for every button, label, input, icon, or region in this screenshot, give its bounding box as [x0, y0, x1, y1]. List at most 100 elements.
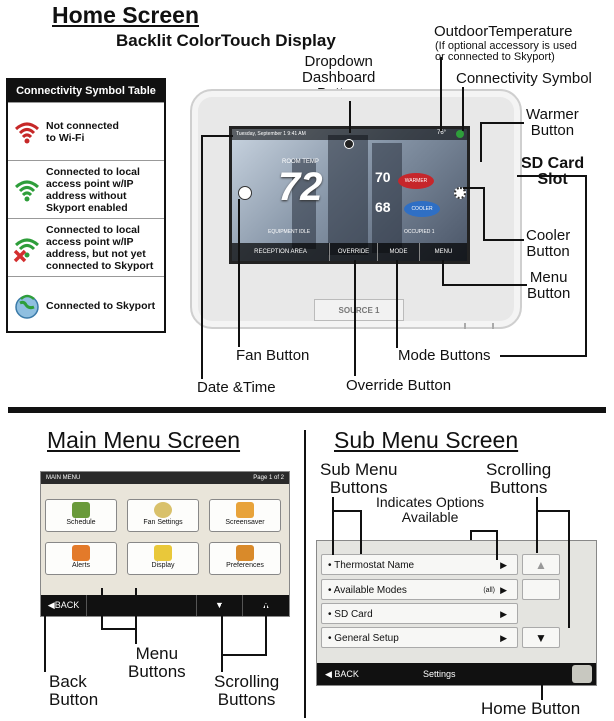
main-menu-screen: MAIN MENU Page 1 of 2 Schedule Fan Setti… [40, 471, 290, 617]
scroll-down-button[interactable]: ▼ [522, 627, 560, 648]
building-graphic [328, 135, 368, 255]
leader-line [536, 497, 538, 553]
tile-label: Schedule [66, 519, 96, 526]
leader-line [442, 284, 527, 286]
connectivity-row: Connected to Skyport [8, 276, 164, 334]
mode-button[interactable]: MODE [377, 243, 419, 261]
leader-line [101, 628, 137, 630]
leader-line [101, 588, 103, 630]
sub-menu-screen: • Thermostat Name ▶ • Available Modes (a… [316, 540, 597, 686]
preferences-icon [236, 545, 254, 561]
leader-line [354, 260, 356, 376]
leader-line [44, 612, 46, 672]
sub-menu-item[interactable]: • Thermostat Name ▶ [321, 554, 518, 575]
leader-line [496, 530, 498, 560]
scroll-down-button[interactable]: ▼ [197, 595, 243, 616]
leader-line [480, 122, 524, 124]
datetime-label: Date &Time [197, 379, 276, 396]
warmer-button[interactable]: WARMER [398, 173, 434, 189]
back-button-label: Back Button [49, 672, 99, 709]
cooler-button[interactable]: COOLER [404, 201, 440, 217]
leader-line [541, 680, 543, 700]
scroll-up-button[interactable]: ▲ [522, 554, 560, 575]
equipment-status: EQUIPMENT IDLE [268, 229, 311, 235]
option-value: (all) [483, 587, 495, 594]
tile-label: Preferences [226, 562, 264, 569]
sd-card-label: SD Card Slot [521, 155, 585, 188]
sub-menu-item-label: • SD Card [328, 609, 373, 620]
override-button[interactable]: OVERRIDE [329, 243, 377, 261]
sub-menu-item[interactable]: • Available Modes (all) ▶ [321, 579, 518, 600]
heat-setpoint: 70 [375, 169, 391, 185]
fan-button-label: Fan Button [236, 347, 310, 364]
leader-line [470, 530, 498, 532]
options-arrow-icon: ▶ [500, 609, 507, 619]
connectivity-icon [456, 130, 464, 138]
leader-line [568, 510, 570, 628]
menu-button[interactable]: MENU [419, 243, 467, 261]
page-indicator: Page 1 of 2 [253, 475, 284, 481]
leader-line [440, 57, 442, 131]
section-divider [8, 407, 606, 413]
options-arrow-icon: ▶ [500, 560, 507, 570]
leader-line [462, 87, 464, 131]
dropdown-dashboard-button[interactable] [344, 139, 354, 149]
menu-buttons-label: Menu Buttons [128, 644, 186, 681]
leader-line [265, 604, 267, 656]
cool-setpoint: 68 [375, 199, 391, 215]
tile-label: Screensaver [225, 519, 265, 526]
options-arrow-icon: ▶ [500, 585, 507, 595]
sub-menu-footer: ◀ BACK Settings [317, 663, 596, 685]
wifi-x-icon [13, 238, 40, 262]
connectivity-row-text: Connected to local access point w/IP add… [46, 223, 154, 272]
leader-line [135, 588, 137, 644]
override-label: Override Button [346, 377, 452, 394]
back-button[interactable]: ◀BACK [41, 595, 87, 616]
main-scrolling-buttons-label: Scrolling Buttons [214, 672, 280, 709]
menu-label: Menu Button [527, 269, 571, 302]
home-icon[interactable] [572, 665, 592, 683]
room-temp-caption: ROOM TEMP [282, 159, 319, 165]
warmer-label: Warmer Button [526, 106, 579, 139]
leader-line [463, 187, 485, 189]
leader-line [585, 175, 587, 356]
location-label: RECEPTION AREA [254, 249, 307, 255]
alert-icon [72, 545, 90, 561]
home-button-label: Home Button [481, 699, 581, 718]
outdoor-temp-label: OutdoorTemperature [434, 23, 573, 40]
sub-menu-screen-title: Settings [423, 669, 456, 679]
cooler-label: Cooler Button [526, 227, 571, 260]
connectivity-table-title: Connectivity Symbol Table [8, 80, 164, 102]
mode-buttons-label: Mode Buttons [398, 347, 491, 364]
fan-button[interactable] [238, 186, 252, 200]
gear-icon[interactable] [454, 187, 466, 199]
wifi-green-icon [14, 180, 40, 201]
schedule-tile[interactable]: Schedule [45, 499, 117, 532]
display-tile[interactable]: Display [127, 542, 199, 575]
main-menu-title: Main Menu Screen [47, 427, 241, 453]
leader-line [238, 199, 240, 347]
sub-menu-item-label: • Available Modes [328, 585, 407, 596]
footer-spacer [87, 595, 197, 616]
preferences-tile[interactable]: Preferences [209, 542, 281, 575]
leader-line [480, 122, 482, 162]
leader-line [483, 239, 524, 241]
leader-line [483, 187, 485, 239]
sub-menu-item[interactable]: • General Setup ▶ [321, 627, 518, 648]
leader-line [221, 654, 267, 656]
occupancy-status: OCCUPIED 1 [404, 229, 435, 235]
leader-line [201, 135, 203, 379]
screensaver-tile[interactable]: Screensaver [209, 499, 281, 532]
back-button[interactable]: ◀ BACK [325, 669, 359, 679]
fan-settings-tile[interactable]: Fan Settings [127, 499, 199, 532]
sub-menu-item-label: • General Setup [328, 633, 399, 644]
room-temp-value: 72 [278, 165, 323, 209]
sub-menu-item[interactable]: • SD Card ▶ [321, 603, 518, 624]
main-menu-screen-title: MAIN MENU [46, 475, 81, 481]
sub-menu-title: Sub Menu Screen [334, 427, 519, 453]
source1-logo: SOURCE 1 [314, 299, 404, 321]
alerts-tile[interactable]: Alerts [45, 542, 117, 575]
connectivity-row-text: Connected to local access point w/IP add… [46, 165, 140, 214]
column-divider [304, 430, 306, 718]
leader-line [517, 175, 587, 177]
